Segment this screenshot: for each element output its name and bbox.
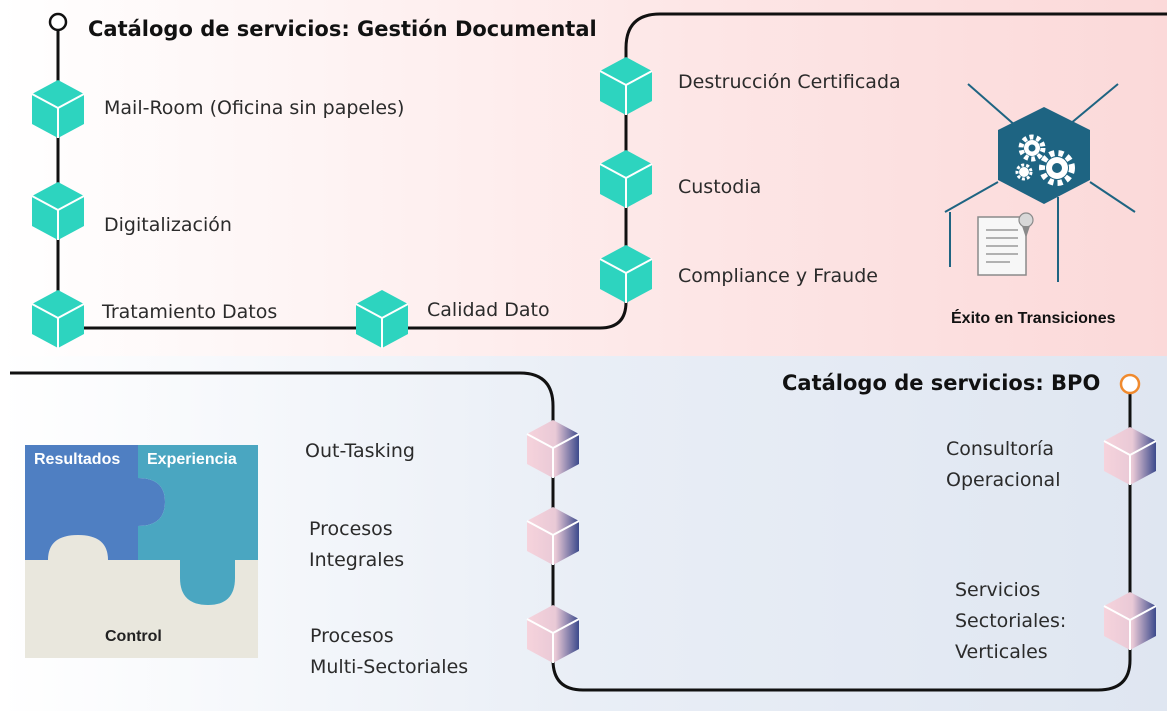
- service-label-multi-sectoriales-2: Multi-Sectoriales: [310, 656, 469, 678]
- service-label-custodia: Custodia: [678, 176, 762, 198]
- service-label-compliance: Compliance y Fraude: [678, 265, 878, 287]
- cube-icon: [599, 150, 653, 208]
- cube-icon: [1103, 592, 1157, 650]
- cube-icon: [1103, 427, 1157, 485]
- cube-icon: [355, 290, 409, 348]
- service-label-servicios-3: Verticales: [955, 641, 1048, 663]
- service-label-multi-sectoriales-1: Procesos: [310, 625, 394, 647]
- service-label-tratamiento-datos: Tratamiento Datos: [102, 301, 278, 323]
- cube-icon: [31, 290, 85, 348]
- top-section-background: [0, 0, 1167, 356]
- service-label-servicios-1: Servicios: [955, 579, 1041, 601]
- service-label-procesos-integrales-1: Procesos: [309, 518, 393, 540]
- cube-icon: [31, 182, 85, 240]
- service-label-calidad-dato: Calidad Dato: [427, 299, 550, 321]
- puzzle-label-experiencia: Experiencia: [147, 451, 237, 468]
- puzzle-label-resultados: Resultados: [34, 451, 121, 468]
- service-label-consultoria-2: Operacional: [946, 469, 1061, 491]
- service-label-procesos-integrales-2: Integrales: [309, 549, 405, 571]
- cube-icon: [599, 245, 653, 303]
- cube-icon: [526, 605, 580, 663]
- service-label-consultoria-1: Consultoría: [946, 438, 1054, 460]
- service-label-out-tasking: Out-Tasking: [305, 440, 415, 462]
- cube-icon: [526, 420, 580, 478]
- service-label-digitalizacion: Digitalización: [104, 214, 232, 236]
- transition-hexagon-icon: [944, 83, 1136, 282]
- top-section-title: Catálogo de servicios: Gestión Documenta…: [88, 17, 597, 41]
- puzzle-label-control: Control: [105, 628, 162, 645]
- service-label-servicios-2: Sectoriales:: [955, 610, 1067, 632]
- service-label-destruccion: Destrucción Certificada: [678, 71, 901, 93]
- cube-icon: [599, 57, 653, 115]
- transition-success-label: Éxito en Transiciones: [951, 310, 1116, 327]
- service-label-mail-room: Mail-Room (Oficina sin papeles): [104, 97, 405, 119]
- cube-icon: [526, 507, 580, 565]
- cube-icon: [31, 80, 85, 138]
- bottom-section-title: Catálogo de servicios: BPO: [782, 371, 1101, 395]
- puzzle-graphic: [25, 445, 258, 658]
